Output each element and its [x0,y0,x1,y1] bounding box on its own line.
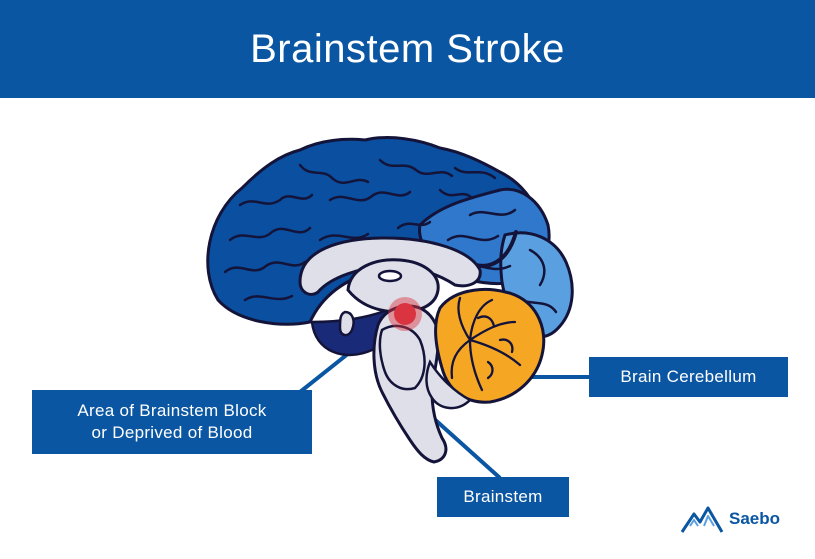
callout-brainstem: Brainstem [437,477,569,517]
gyri-lines [223,158,497,302]
page-title: Brainstem Stroke [250,26,565,71]
stroke-area-core [394,303,416,325]
callout-brainstem-text: Brainstem [463,487,543,506]
thalamus [346,258,440,314]
cerebellum-folia [450,296,522,392]
pituitary [338,310,355,337]
pons [378,324,426,391]
corpus-callosum [298,236,482,296]
saebo-logo: Saebo [680,502,780,536]
cerebellum-lower [425,359,473,410]
callout-brainstem-block: Area of Brainstem Block or Deprived of B… [32,390,312,454]
callout-brainstem-block-line1: Area of Brainstem Block [77,401,267,420]
ventricle [377,269,403,283]
header-banner: Brainstem Stroke [0,0,815,98]
callout-cerebellum-text: Brain Cerebellum [620,367,757,386]
logo-text: Saebo [729,509,781,528]
callout-brainstem-block-line2: or Deprived of Blood [91,423,253,442]
mountain-logo-icon [680,506,724,533]
callout-cerebellum: Brain Cerebellum [589,357,788,397]
cerebrum-frontal-parietal [206,136,542,326]
